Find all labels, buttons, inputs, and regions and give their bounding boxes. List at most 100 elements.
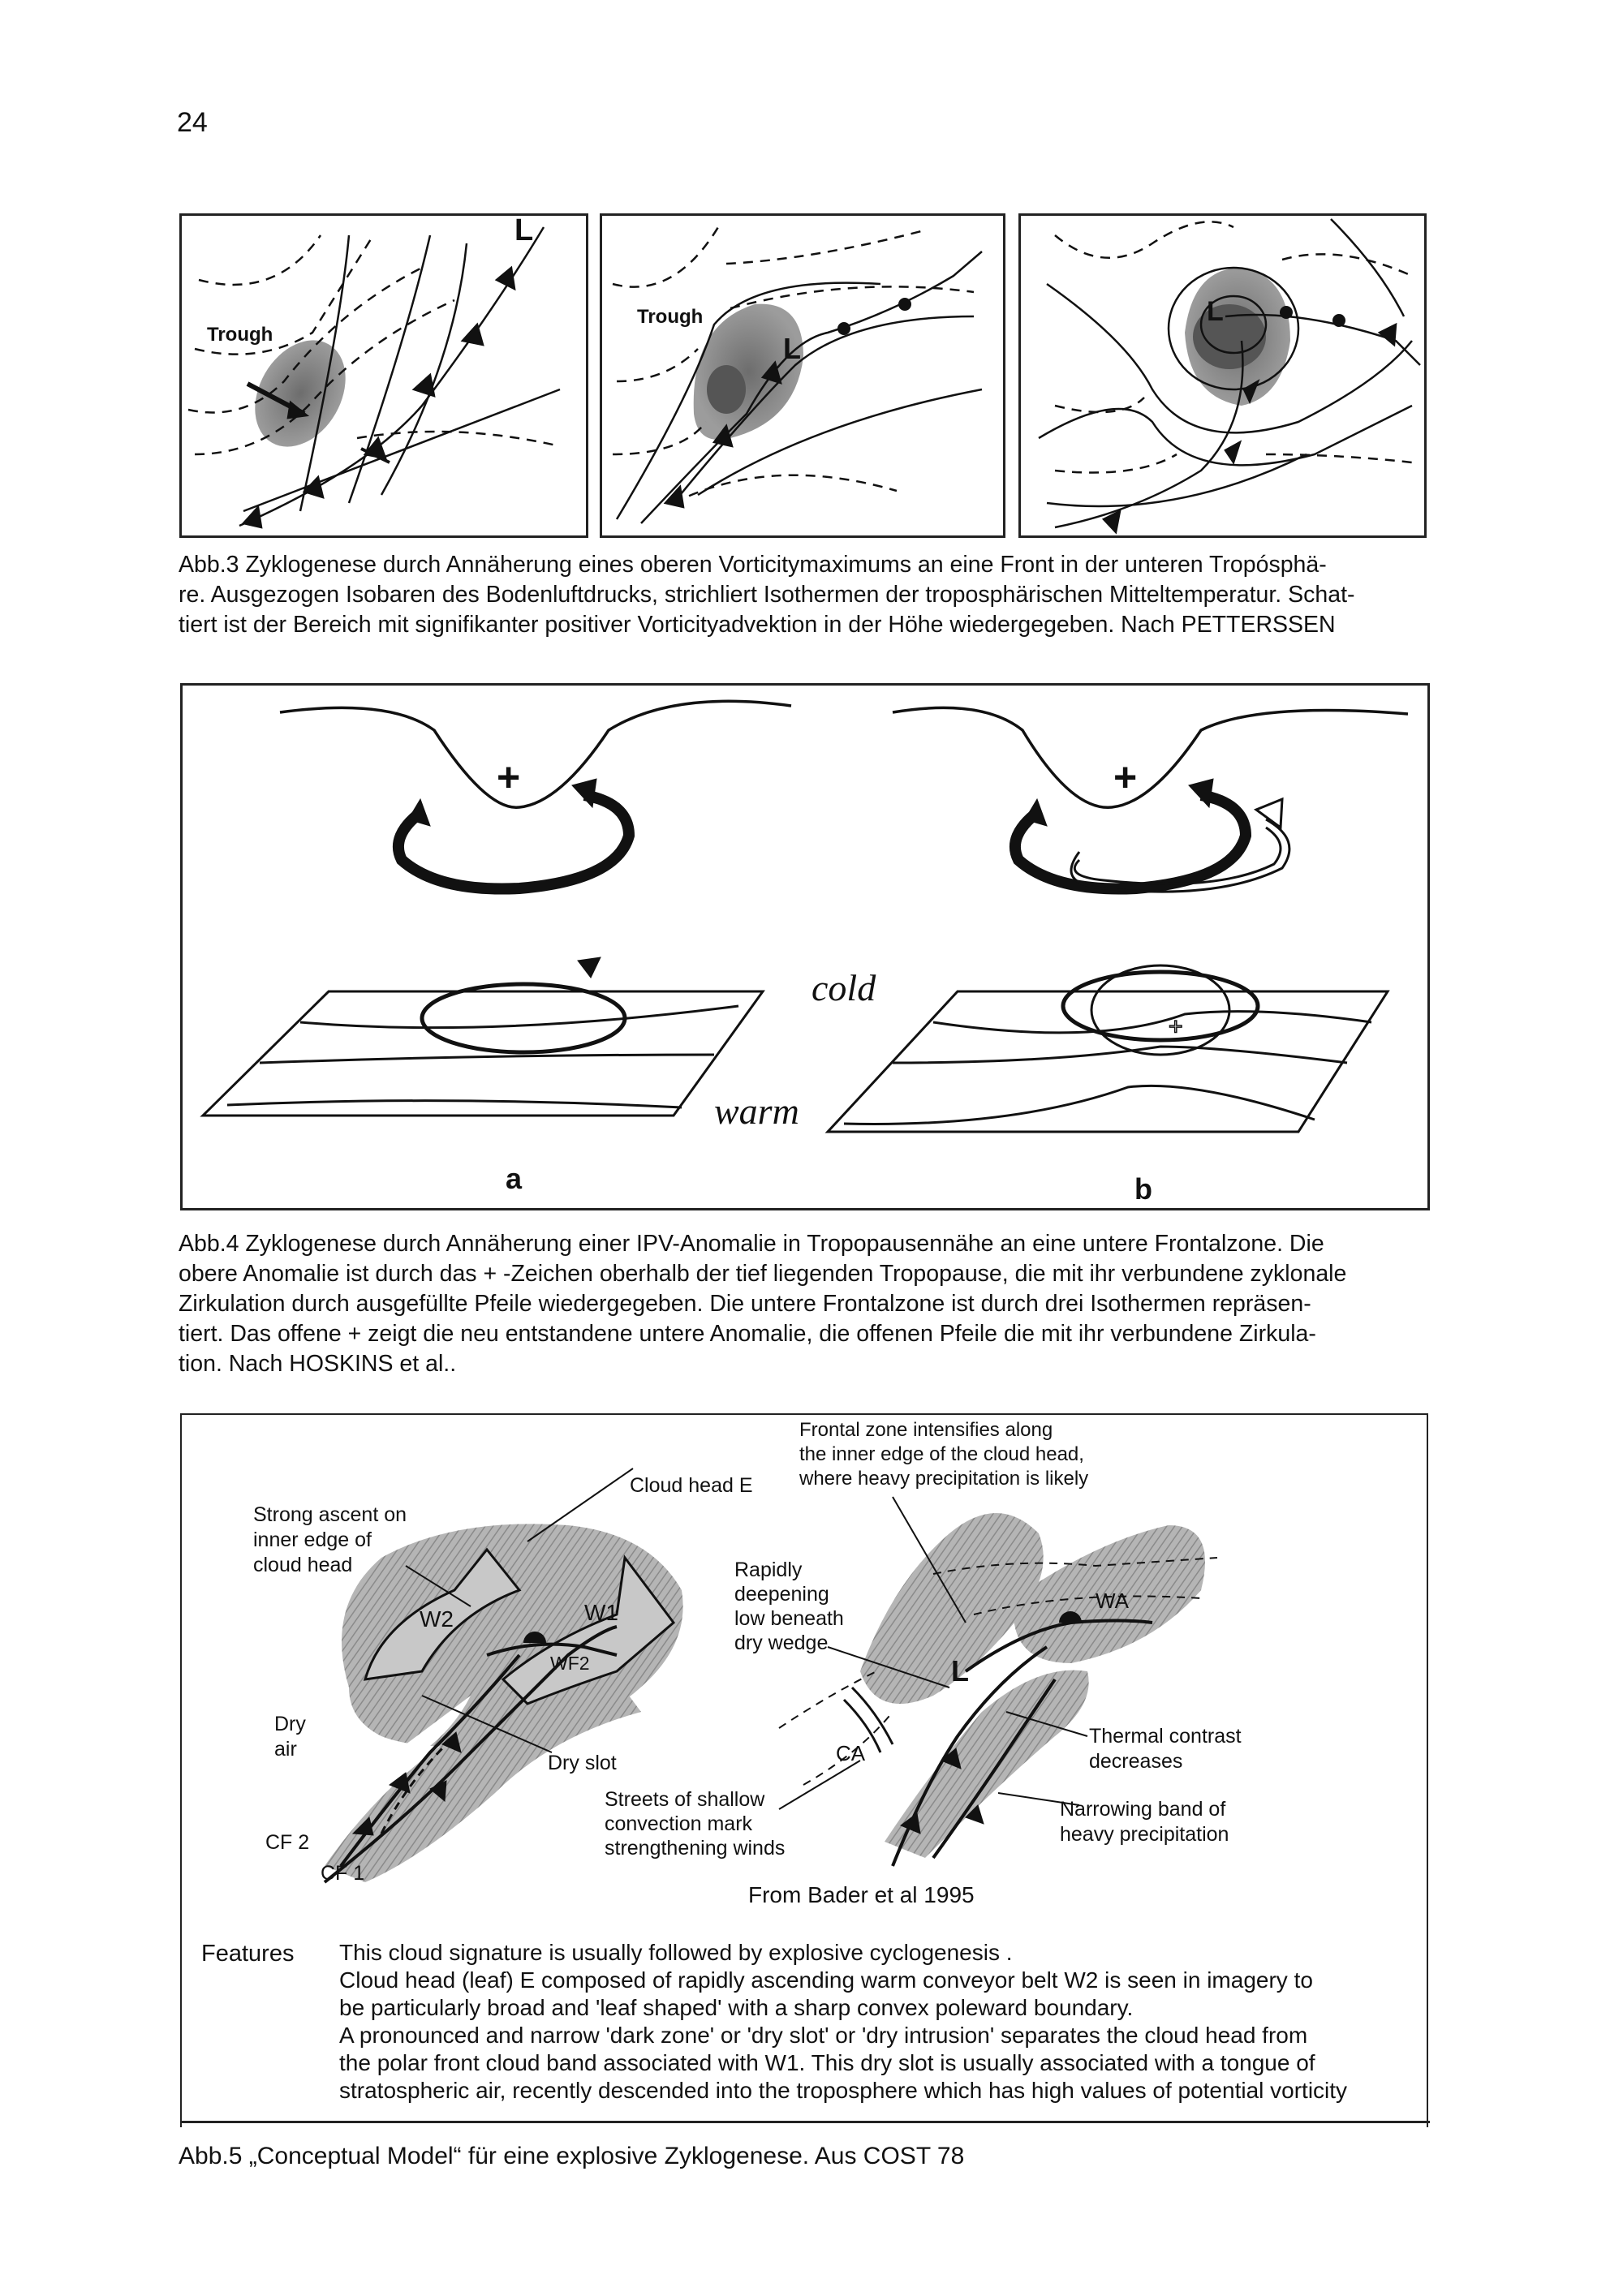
fig3-panel-1-content xyxy=(187,226,561,529)
pointer-line xyxy=(892,1496,966,1623)
text-line: Frontal zone intensifies along xyxy=(799,1419,1053,1441)
fig3-drawing: Trough L Trough L xyxy=(187,213,1421,535)
warm-label: warm xyxy=(714,1090,799,1132)
front-triangle xyxy=(712,424,734,448)
isotherm xyxy=(1054,397,1145,414)
isotherm xyxy=(725,230,922,265)
isobar xyxy=(615,282,881,520)
fig5-frame xyxy=(180,1413,1428,2127)
caption-line: tiert. Das offene + zeigt die neu entsta… xyxy=(179,1321,1316,1347)
frontal-plane xyxy=(824,990,1390,1133)
vorticity-arrow xyxy=(360,447,390,464)
isobar xyxy=(299,234,351,512)
cloud-head xyxy=(860,1513,1044,1704)
vorticity-core xyxy=(1193,304,1266,369)
pointer-line xyxy=(1005,1711,1088,1737)
dashed-isotherm xyxy=(932,1557,1218,1575)
w1-label: W1 xyxy=(584,1600,618,1625)
cloud-band xyxy=(325,1679,641,1882)
isobar xyxy=(1046,282,1413,434)
caption-line: Abb.3 Zyklogenese durch Annäherung eines… xyxy=(179,552,1327,578)
fig5-right-model xyxy=(778,1496,1218,1867)
text-line: A pronounced and narrow 'dark zone' or '… xyxy=(339,2023,1308,2048)
precip-band xyxy=(885,1670,1089,1858)
dashed-isotherm xyxy=(803,1711,893,1786)
dashed-isotherm xyxy=(973,1595,1202,1615)
wf2-front xyxy=(486,1642,618,1657)
dry-air-label: Dry air xyxy=(274,1712,306,1762)
text-line: be particularly broad and 'leaf shaped' … xyxy=(339,1995,1134,2020)
text-line: Strong ascent on xyxy=(253,1503,407,1526)
features-label: Features xyxy=(201,1941,295,1967)
front-triangle xyxy=(494,265,516,291)
text-line: heavy precipitation xyxy=(1060,1823,1229,1846)
ca-label: CA xyxy=(836,1741,866,1765)
isotherm xyxy=(892,1045,1348,1064)
isotherm xyxy=(843,1084,1315,1125)
panel-a-label: a xyxy=(506,1162,523,1195)
isotherm xyxy=(616,348,699,383)
fig3-caption: Abb.3 Zyklogenese durch Annäherung eines… xyxy=(179,550,1428,640)
pointer-line xyxy=(405,1565,471,1607)
features-text: This cloud signature is usually followed… xyxy=(339,1939,1419,2105)
isotherm xyxy=(1265,453,1413,464)
cold-front xyxy=(640,251,983,524)
panel-b-label: b xyxy=(1134,1172,1152,1206)
text-line: convection mark xyxy=(605,1812,753,1835)
front-triangle xyxy=(1101,509,1121,535)
caption-line: obere Anomalie ist durch das + -Zeichen … xyxy=(179,1261,1347,1287)
plus-b: + xyxy=(1113,755,1137,800)
text-line: Streets of shallow xyxy=(605,1788,765,1811)
cold-front-triangle xyxy=(351,1817,374,1836)
l-label: L xyxy=(951,1654,969,1688)
caption-line: tiert ist der Bereich mit signifikanter … xyxy=(179,612,1336,638)
lower-circulation xyxy=(1061,970,1260,1043)
upper-circulation xyxy=(393,789,635,895)
text-line: low beneath xyxy=(734,1607,844,1630)
plus-a: + xyxy=(497,755,520,800)
front-triangle xyxy=(1242,379,1260,405)
pointer-line xyxy=(997,1792,1080,1806)
front-triangle xyxy=(1224,440,1242,465)
cold-front-triangle xyxy=(441,1731,462,1753)
inner-front xyxy=(932,1678,1057,1860)
caption-line: Zirkulation durch ausgefüllte Pfeile wie… xyxy=(179,1291,1311,1317)
isobar xyxy=(347,234,432,504)
low-label-2: L xyxy=(783,332,801,365)
isotherm xyxy=(730,286,975,310)
streets-label: Streets of shallow convection mark stren… xyxy=(605,1787,785,1860)
text-line: the polar front cloud band associated wi… xyxy=(339,2050,1315,2075)
arrow-head xyxy=(286,400,310,419)
isotherm xyxy=(198,234,322,286)
text-line: Thermal contrast xyxy=(1089,1725,1242,1748)
text-line: Dry xyxy=(274,1713,306,1735)
dry-slot-label: Dry slot xyxy=(548,1752,617,1774)
lower-circulation xyxy=(420,982,627,1055)
pointer-line xyxy=(421,1695,553,1753)
text-line: Narrowing band of xyxy=(1060,1798,1226,1821)
circulation-arrowhead xyxy=(1024,798,1048,827)
cf2-label: CF 2 xyxy=(265,1831,310,1854)
frontal-zone-label: Frontal zone intensifies along the inner… xyxy=(799,1418,1088,1491)
cloud-head-e-label: Cloud head E xyxy=(630,1474,753,1497)
warm-front-semicircle xyxy=(1332,314,1345,327)
front-triangle xyxy=(241,505,263,529)
isobar xyxy=(380,243,468,496)
isotherm xyxy=(1281,253,1413,277)
w1-arrow xyxy=(501,1554,676,1705)
isobar xyxy=(243,388,561,513)
caption-line: re. Ausgezogen Isobaren des Bodenluftdru… xyxy=(179,582,1355,608)
isotherm xyxy=(187,266,423,414)
fig5-drawing: W2 W1 WF2 L WA CA xyxy=(323,1468,1218,1884)
isotherm xyxy=(259,1053,715,1064)
ca-arc xyxy=(850,1686,894,1745)
text-line: This cloud signature is usually followed… xyxy=(339,1940,1013,1965)
wa-cloud xyxy=(1013,1525,1205,1663)
pointer-line xyxy=(827,1646,950,1688)
fig3-panel-3-content xyxy=(1038,218,1421,535)
caption-line: tion. Nach HOSKINS et al.. xyxy=(179,1351,457,1377)
tropopause xyxy=(892,706,1409,809)
thermal-contrast-label: Thermal contrast decreases xyxy=(1089,1724,1242,1774)
isotherm xyxy=(194,299,455,456)
open-circulation xyxy=(1073,826,1282,885)
